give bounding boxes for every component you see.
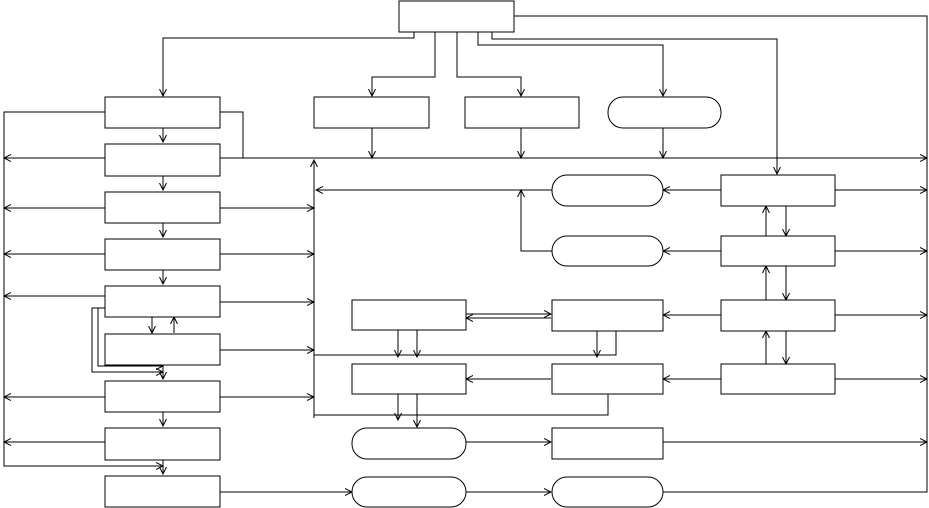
left-node-4 xyxy=(104,238,221,271)
left-node-9 xyxy=(104,475,221,508)
left-node-6 xyxy=(104,333,221,366)
inner-node-1 xyxy=(351,299,467,331)
left-node-2 xyxy=(104,143,221,177)
center-node-5 xyxy=(551,427,664,460)
right-node-2 xyxy=(720,235,836,267)
mid-node-1 xyxy=(313,96,430,129)
center-node-3 xyxy=(551,299,664,332)
left-node-1 xyxy=(104,96,221,129)
mid-node-3-rounded xyxy=(607,96,722,129)
left-node-5 xyxy=(104,285,221,318)
center-node-1-rounded xyxy=(551,174,664,207)
left-node-8 xyxy=(104,427,221,461)
inner-node-3-rounded xyxy=(351,427,467,460)
inner-node-2 xyxy=(351,363,467,395)
inner-node-4-rounded xyxy=(351,476,467,508)
right-node-1 xyxy=(720,174,836,207)
left-node-3 xyxy=(104,191,221,224)
connector-lines xyxy=(4,15,927,492)
center-node-4 xyxy=(551,363,664,395)
center-node-2-rounded xyxy=(551,235,664,267)
center-node-6-rounded xyxy=(551,476,664,508)
top-node xyxy=(398,0,515,33)
right-node-4 xyxy=(720,363,836,395)
diagram-nodes xyxy=(104,0,836,508)
mid-node-2 xyxy=(464,96,580,129)
right-node-3 xyxy=(720,299,836,332)
left-node-7 xyxy=(104,380,221,413)
